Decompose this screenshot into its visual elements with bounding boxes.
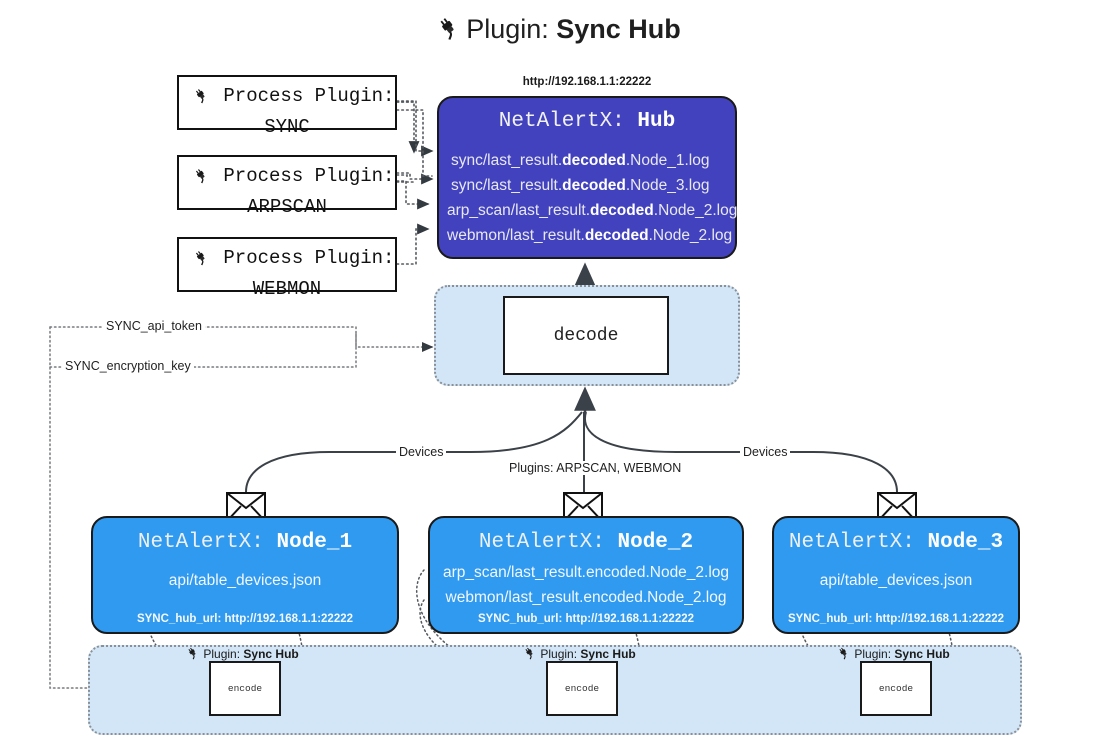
process-plugin-label: Process Plugin: (223, 165, 395, 187)
process-plugin-label: Process Plugin: (223, 247, 395, 269)
plug-icon (523, 647, 540, 661)
node-file-line: arp_scan/last_result.encoded.Node_2.log (442, 564, 730, 581)
hub-title: NetAlertX: Hub (498, 110, 676, 133)
node-title: NetAlertX: Node_2 (478, 531, 694, 554)
edge-label-devices-right: Devices (740, 445, 791, 459)
hub-log-line-4: webmon/last_result.decoded.Node_2.log (447, 227, 733, 244)
node-file-line: api/table_devices.json (168, 572, 322, 589)
plug-icon (837, 647, 854, 661)
plug-icon (436, 15, 462, 48)
node-hub-url: SYNC_hub_url: http://192.168.1.1:22222 (787, 613, 1005, 625)
edge-label-plugins: Plugins: ARPSCAN, WEBMON (506, 461, 685, 475)
edge-label-devices-left: Devices (396, 445, 447, 459)
plug-icon (193, 88, 221, 110)
encoder-plugin-label: Plugin: (540, 647, 578, 661)
process-plugin-label: Process Plugin: (223, 85, 395, 107)
encoder-plugin-tag-3: Plugin: Sync Hub (837, 646, 950, 661)
process-plugin-name: SYNC (264, 115, 310, 138)
page-title-name: Sync Hub (556, 14, 681, 44)
node-file-line: api/table_devices.json (819, 572, 973, 589)
node-box-node-2[interactable]: NetAlertX: Node_2 arp_scan/last_result.e… (428, 516, 744, 634)
hub-log-line-3: arp_scan/last_result.decoded.Node_2.log (447, 202, 738, 219)
encoder-plugin-label: Plugin: (854, 647, 892, 661)
node-title: NetAlertX: Node_3 (788, 531, 1004, 554)
node-hub-url: SYNC_hub_url: http://192.168.1.1:22222 (477, 613, 695, 625)
plug-icon (193, 168, 221, 190)
encoder-plugin-label: Plugin: (203, 647, 241, 661)
node-title: NetAlertX: Node_1 (137, 531, 353, 554)
process-plugin-name: WEBMON (252, 277, 322, 300)
sync-api-token-label: SYNC_api_token (103, 319, 205, 333)
node-box-node-3[interactable]: NetAlertX: Node_3 api/table_devices.json… (772, 516, 1020, 634)
hub-box[interactable]: NetAlertX: Hub sync/last_result.decoded.… (437, 96, 737, 259)
sync-encryption-key-label: SYNC_encryption_key (62, 359, 194, 373)
process-plugin-box-sync[interactable]: Process Plugin: SYNC (177, 75, 397, 138)
encode-box-1[interactable]: encode (209, 661, 281, 716)
node-box-node-1[interactable]: NetAlertX: Node_1 api/table_devices.json… (91, 516, 399, 634)
encode-box-2[interactable]: encode (546, 661, 618, 716)
page-title: Plugin: Sync Hub (0, 14, 1117, 48)
process-plugin-name: ARPSCAN (247, 195, 327, 218)
hub-log-line-1: sync/last_result.decoded.Node_1.log (451, 152, 710, 169)
node-file-line: webmon/last_result.encoded.Node_2.log (445, 589, 727, 606)
encoder-plugin-name: Sync Hub (894, 647, 950, 661)
encode-box-3[interactable]: encode (860, 661, 932, 716)
decode-box[interactable]: decode (503, 296, 669, 375)
encoder-plugin-name: Sync Hub (243, 647, 299, 661)
encoder-plugin-tag-1: Plugin: Sync Hub (186, 646, 299, 661)
plug-icon (186, 647, 203, 661)
encoder-plugin-name: Sync Hub (580, 647, 636, 661)
node-hub-url: SYNC_hub_url: http://192.168.1.1:22222 (136, 613, 354, 625)
process-plugin-box-arpscan[interactable]: Process Plugin: ARPSCAN (177, 155, 397, 218)
hub-url-label: http://192.168.1.1:22222 (522, 76, 652, 88)
hub-log-line-2: sync/last_result.decoded.Node_3.log (451, 177, 710, 194)
page-title-label: Plugin: (466, 14, 549, 44)
plug-icon (193, 250, 221, 272)
process-plugin-box-webmon[interactable]: Process Plugin: WEBMON (177, 237, 397, 300)
encoder-plugin-tag-2: Plugin: Sync Hub (523, 646, 636, 661)
